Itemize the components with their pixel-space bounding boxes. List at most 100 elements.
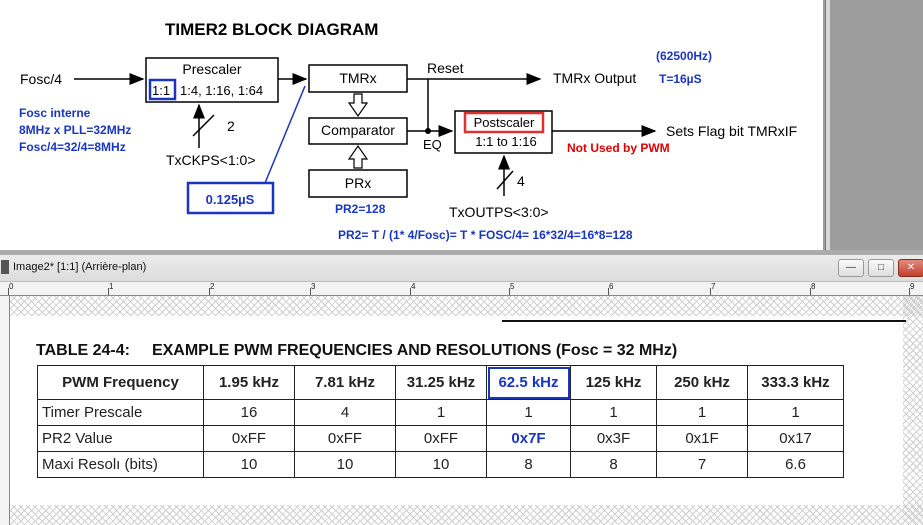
ruler-label: 8 (811, 282, 816, 291)
prescaler-selected-highlight (148, 78, 177, 101)
table-cell: 0xFF (395, 425, 487, 452)
ruler-tick (509, 288, 510, 295)
image-window: Image2* [1:1] (Arrière-plan) — □ ✕ 0 1 2… (0, 255, 923, 525)
table-header-row: PWM Frequency 1.95 kHz 7.81 kHz 31.25 kH… (37, 365, 844, 400)
table-cell: 4 (294, 399, 396, 426)
ruler-tick (810, 288, 811, 295)
canvas-background-bottom (10, 505, 923, 525)
ruler-label: 0 (9, 282, 14, 291)
table-cell: 10 (395, 451, 487, 478)
ruler-label: 9 (910, 282, 915, 291)
table-title: TABLE 24-4:EXAMPLE PWM FREQUENCIES AND R… (36, 342, 677, 360)
row-label: PR2 Value (37, 425, 204, 452)
horizontal-ruler: 0 1 2 3 4 5 6 7 8 9 (0, 282, 923, 296)
table-cell: 0xFF (203, 425, 295, 452)
ruler-tick (608, 288, 609, 295)
ruler-tick (209, 288, 210, 295)
highlighted-frequency: 62.5 kHz (498, 374, 559, 391)
fosc-note-line1: Fosc interne (19, 106, 91, 120)
tmrx-output-label: TMRx Output (553, 70, 636, 86)
prescaler-selected-ratio: 1:1 (152, 83, 170, 98)
canvas-background-right (903, 296, 923, 525)
timer2-block-diagram: TIMER2 BLOCK DIAGRAM Fosc/4 Prescaler 1:… (19, 20, 797, 242)
fosc-note-line3: Fosc/4=32/4=8MHz (19, 140, 126, 154)
postscaler-label: Postscaler (474, 115, 535, 130)
diagram-title: TIMER2 BLOCK DIAGRAM (165, 20, 378, 39)
ruler-label: 3 (311, 282, 316, 291)
period-note: T=16µS (659, 72, 702, 86)
prx-to-comparator-arrow (347, 144, 369, 169)
postscaler-highlight (463, 111, 545, 134)
comparator-label: Comparator (321, 122, 395, 138)
block-diagram-panel: TIMER2 BLOCK DIAGRAM Fosc/4 Prescaler 1:… (0, 0, 823, 250)
table-cell: 1 (747, 399, 844, 426)
table-cell: 16 (203, 399, 295, 426)
table-top-rule (502, 320, 906, 322)
ruler-label: 1 (109, 282, 114, 291)
header-cell: 125 kHz (570, 365, 657, 400)
row-label: Timer Prescale (37, 399, 204, 426)
table-cell: 8 (486, 451, 571, 478)
prescaler-bus-slash (192, 114, 215, 137)
tick-time-pointer (264, 85, 306, 184)
table-row: Maxi Resolı (bits) 10 10 10 8 8 7 6.6 (37, 451, 844, 478)
ruler-tick (909, 288, 910, 295)
table-cell: 0x3F (570, 425, 657, 452)
window-titlebar[interactable]: Image2* [1:1] (Arrière-plan) — □ ✕ (0, 255, 923, 282)
table-cell: 10 (203, 451, 295, 478)
table-cell: 7 (656, 451, 748, 478)
canvas-background-top (10, 296, 923, 316)
prx-box (308, 169, 408, 198)
reset-label: Reset (427, 60, 464, 76)
ruler-label: 2 (210, 282, 215, 291)
postscaler-bus-slash (496, 170, 514, 190)
table-cell: 1 (570, 399, 657, 426)
ruler-tick (8, 288, 9, 295)
table-cell-highlighted: 0x7F (486, 425, 571, 452)
table-cell: 8 (570, 451, 657, 478)
ruler-label: 5 (510, 282, 515, 291)
tick-time-box (186, 181, 275, 215)
prescaler-box (145, 57, 279, 103)
pwm-table: PWM Frequency 1.95 kHz 7.81 kHz 31.25 kH… (37, 365, 844, 478)
fosc-input-label: Fosc/4 (20, 71, 62, 87)
table-caption: EXAMPLE PWM FREQUENCIES AND RESOLUTIONS … (151, 342, 678, 359)
ruler-tick (410, 288, 411, 295)
ruler-label: 7 (711, 282, 716, 291)
prescaler-control-label: TxCKPS<1:0> (166, 152, 256, 168)
table-cell: 0xFF (294, 425, 396, 452)
window-edge (825, 0, 830, 250)
ruler-tick (310, 288, 311, 295)
flag-output-label: Sets Flag bit TMRxIF (666, 123, 797, 139)
table-cell: 1 (656, 399, 748, 426)
table-cell: 1 (395, 399, 487, 426)
prescaler-bits-label: 2 (227, 118, 235, 134)
ruler-label: 6 (609, 282, 614, 291)
minimize-button[interactable]: — (838, 259, 864, 277)
background-area (823, 0, 923, 250)
header-cell: 1.95 kHz (203, 365, 295, 400)
vertical-ruler (0, 296, 10, 525)
maximize-button[interactable]: □ (868, 259, 894, 277)
tmrx-box (308, 64, 408, 93)
postscaler-range: 1:1 to 1:16 (475, 134, 536, 149)
close-button[interactable]: ✕ (898, 259, 923, 277)
table-cell: 10 (294, 451, 396, 478)
header-cell: 333.3 kHz (747, 365, 844, 400)
fosc-note-line2: 8MHz x PLL=32MHz (19, 123, 131, 137)
table-cell: 0x17 (747, 425, 844, 452)
ruler-label: 4 (411, 282, 416, 291)
table-row: Timer Prescale 16 4 1 1 1 1 1 (37, 399, 844, 426)
header-cell: 31.25 kHz (395, 365, 487, 400)
app-icon (1, 260, 9, 274)
table-row: PR2 Value 0xFF 0xFF 0xFF 0x7F 0x3F 0x1F … (37, 425, 844, 452)
prescaler-label: Prescaler (182, 61, 241, 77)
frequency-note: (62500Hz) (656, 49, 712, 63)
prx-label: PRx (345, 175, 371, 191)
not-used-note: Not Used by PWM (567, 141, 670, 155)
window-title: Image2* [1:1] (Arrière-plan) (13, 261, 147, 273)
header-cell-highlighted: 62.5 kHz (486, 365, 571, 400)
prescaler-other-ratios: 1:4, 1:16, 1:64 (180, 83, 263, 98)
pr2-formula-note: PR2= T / (1* 4/Fosc)= T * FOSC/4= 16*32/… (338, 228, 633, 242)
table-cell: 0x1F (656, 425, 748, 452)
